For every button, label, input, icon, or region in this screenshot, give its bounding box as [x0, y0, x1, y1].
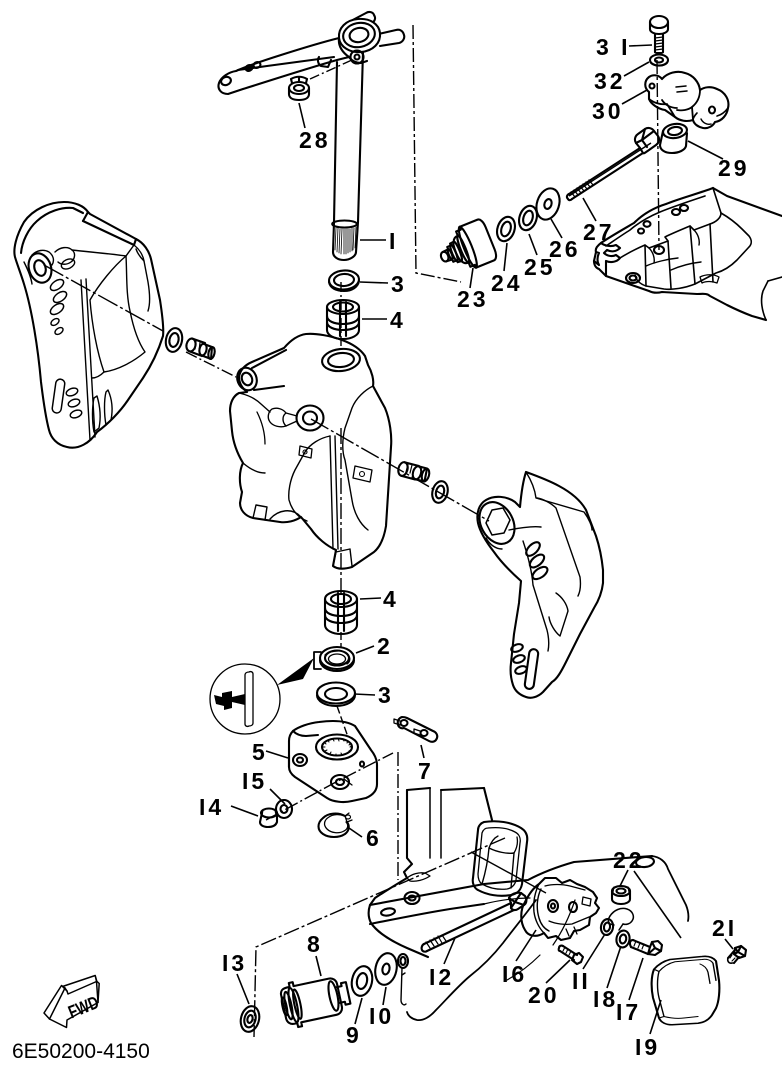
svg-text:I8: I8 — [593, 986, 618, 1012]
svg-text:I0: I0 — [369, 1003, 394, 1029]
svg-text:I9: I9 — [635, 1034, 660, 1060]
svg-text:I5: I5 — [242, 768, 267, 794]
svg-text:3: 3 — [378, 682, 394, 708]
svg-text:2: 2 — [377, 633, 393, 659]
svg-text:II: II — [572, 968, 591, 994]
svg-text:I: I — [389, 228, 398, 254]
svg-text:30: 30 — [592, 98, 624, 124]
svg-text:28: 28 — [299, 127, 331, 153]
svg-text:I2: I2 — [429, 964, 454, 990]
svg-text:23: 23 — [457, 286, 489, 312]
svg-text:32: 32 — [594, 68, 626, 94]
svg-text:4: 4 — [390, 307, 406, 333]
svg-text:7: 7 — [418, 758, 434, 784]
svg-text:6: 6 — [366, 825, 382, 851]
svg-text:2I: 2I — [712, 915, 737, 941]
svg-text:4: 4 — [383, 586, 399, 612]
svg-text:26: 26 — [549, 236, 581, 262]
svg-text:8: 8 — [307, 931, 323, 957]
svg-text:I7: I7 — [616, 999, 641, 1025]
svg-text:I6: I6 — [502, 961, 527, 987]
svg-text:22: 22 — [613, 847, 645, 873]
svg-text:6E50200-4150: 6E50200-4150 — [12, 1040, 150, 1063]
svg-text:9: 9 — [346, 1022, 362, 1048]
svg-text:3: 3 — [391, 271, 407, 297]
svg-text:24: 24 — [491, 270, 523, 296]
svg-text:I4: I4 — [199, 794, 224, 820]
svg-text:27: 27 — [583, 219, 615, 245]
svg-text:25: 25 — [524, 254, 556, 280]
svg-text:20: 20 — [528, 982, 560, 1008]
svg-text:5: 5 — [252, 739, 268, 765]
svg-text:I3: I3 — [222, 950, 247, 976]
svg-text:3 I: 3 I — [596, 34, 631, 60]
